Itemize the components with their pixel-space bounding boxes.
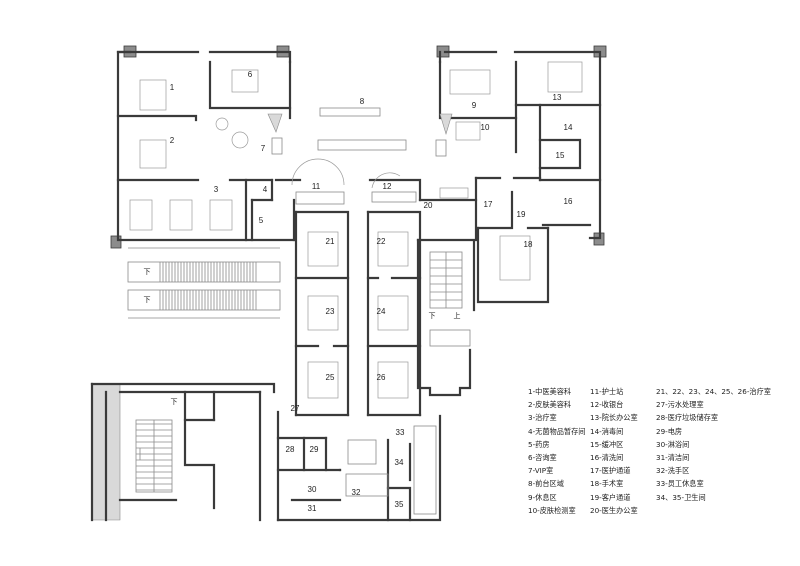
room-number-7: 7 bbox=[261, 144, 266, 153]
room-number-6: 6 bbox=[248, 70, 253, 79]
room-number-2: 2 bbox=[170, 136, 175, 145]
legend-item: 5-药房 bbox=[528, 439, 550, 449]
upper-wing-walls bbox=[116, 50, 602, 242]
room-number-16: 16 bbox=[564, 197, 573, 206]
room-number-29: 29 bbox=[310, 445, 319, 454]
legend-item: 16-清洗间 bbox=[590, 452, 624, 462]
legend-item: 9-休息区 bbox=[528, 492, 557, 502]
room-number-21: 21 bbox=[326, 237, 335, 246]
legend-item: 15-缓冲区 bbox=[590, 439, 624, 449]
treatment-block-walls bbox=[294, 178, 478, 417]
legend-item: 33-员工休息室 bbox=[656, 479, 704, 489]
room-number-26: 26 bbox=[377, 373, 386, 382]
room-number-5: 5 bbox=[259, 216, 264, 225]
room-number-34: 34 bbox=[395, 458, 404, 467]
room-number-23: 23 bbox=[326, 307, 335, 316]
legend-item: 12-收银台 bbox=[590, 400, 624, 410]
legend-item: 32-洗手区 bbox=[656, 466, 690, 476]
legend-item: 7-VIP室 bbox=[528, 466, 554, 476]
room-number-31: 31 bbox=[308, 504, 317, 513]
legend-item: 28-医疗垃圾储存室 bbox=[656, 413, 719, 423]
legend-item: 34、35-卫生间 bbox=[656, 492, 706, 502]
legend-item: 10-皮肤检测室 bbox=[528, 505, 576, 515]
room-number-35: 35 bbox=[395, 500, 404, 509]
room-number-24: 24 bbox=[377, 307, 386, 316]
room-number-27: 27 bbox=[291, 404, 300, 413]
room-number-14: 14 bbox=[564, 123, 573, 132]
room-number-13: 13 bbox=[553, 93, 562, 102]
central-stair-core bbox=[416, 238, 476, 397]
legend-item: 4-无菌物品暂存间 bbox=[528, 426, 586, 436]
legend-item: 30-淋浴间 bbox=[656, 439, 690, 449]
furniture bbox=[129, 61, 583, 399]
room-number-25: 25 bbox=[326, 373, 335, 382]
service-block-walls bbox=[276, 410, 442, 522]
room-number-20: 20 bbox=[424, 201, 433, 210]
legend-column-2: 11-护士站 12-收银台 13-院长办公室 14-消毒间 15-缓冲区 16-清洗间 17… bbox=[590, 385, 638, 517]
legend-item: 8-前台区域 bbox=[528, 479, 564, 489]
legend-item: 13-院长办公室 bbox=[590, 413, 638, 423]
lower-left-stair-building bbox=[90, 382, 276, 522]
room-number-19: 19 bbox=[517, 210, 526, 219]
legend-item: 29-电房 bbox=[656, 426, 683, 436]
legend-item: 31-清洁间 bbox=[656, 452, 690, 462]
legend-item: 3-治疗室 bbox=[528, 413, 557, 423]
room-number-33: 33 bbox=[396, 428, 405, 437]
room-number-4: 4 bbox=[263, 185, 268, 194]
room-number-15: 15 bbox=[556, 151, 565, 160]
room-number-28: 28 bbox=[286, 445, 295, 454]
legend: 1-中医美容科 2-皮肤美容科 3-治疗室 4-无菌物品暂存间 5-药房 6-咨询室 7-V… bbox=[528, 385, 792, 517]
room-number-17: 17 bbox=[484, 200, 493, 209]
room-number-10: 10 bbox=[481, 123, 490, 132]
lobby-features bbox=[267, 107, 453, 205]
stair-direction-labels: 下下下上下 bbox=[144, 268, 461, 406]
legend-item: 2-皮肤美容科 bbox=[528, 400, 572, 410]
legend-item bbox=[656, 504, 771, 517]
legend-item: 19-客户通道 bbox=[590, 492, 631, 502]
right-rooms-walls bbox=[474, 176, 550, 304]
room-number-3: 3 bbox=[214, 185, 219, 194]
pillar bbox=[110, 235, 122, 249]
left-rooms-walls bbox=[116, 114, 302, 242]
legend-column-3: 21、22、23、24、25、26-治疗室 27-污水处理室 28-医疗垃圾储存室 2… bbox=[656, 385, 771, 517]
room-number-32: 32 bbox=[352, 488, 361, 497]
legend-item: 1-中医美容科 bbox=[528, 387, 572, 396]
escalators bbox=[127, 247, 281, 319]
room-number-22: 22 bbox=[377, 237, 386, 246]
stair-direction-label: 下 bbox=[429, 312, 436, 320]
legend-column-1: 1-中医美容科 2-皮肤美容科 3-治疗室 4-无菌物品暂存间 5-药房 6-咨询室 7-V… bbox=[528, 385, 585, 517]
stair-direction-label: 下 bbox=[144, 268, 151, 276]
legend-item: 17-医护通道 bbox=[590, 466, 631, 476]
stair-direction-label: 上 bbox=[454, 311, 461, 320]
legend-item: 21、22、23、24、25、26-治疗室 bbox=[656, 387, 771, 396]
legend-item: 11-护士站 bbox=[590, 387, 624, 396]
room-number-18: 18 bbox=[524, 240, 533, 249]
legend-item: 18-手术室 bbox=[590, 479, 624, 489]
legend-item: 20-医生办公室 bbox=[590, 505, 638, 515]
room-number-11: 11 bbox=[312, 182, 321, 191]
legend-item: 14-消毒间 bbox=[590, 426, 624, 436]
stair-direction-label: 下 bbox=[144, 296, 151, 304]
room-number-9: 9 bbox=[472, 101, 477, 110]
room-number-8: 8 bbox=[360, 97, 365, 106]
stair-direction-label: 下 bbox=[171, 398, 178, 406]
legend-item: 27-污水处理室 bbox=[656, 400, 704, 410]
room-number-1: 1 bbox=[170, 83, 175, 92]
legend-item: 6-咨询室 bbox=[528, 452, 557, 462]
room-number-30: 30 bbox=[308, 485, 317, 494]
room-number-12: 12 bbox=[383, 182, 392, 191]
